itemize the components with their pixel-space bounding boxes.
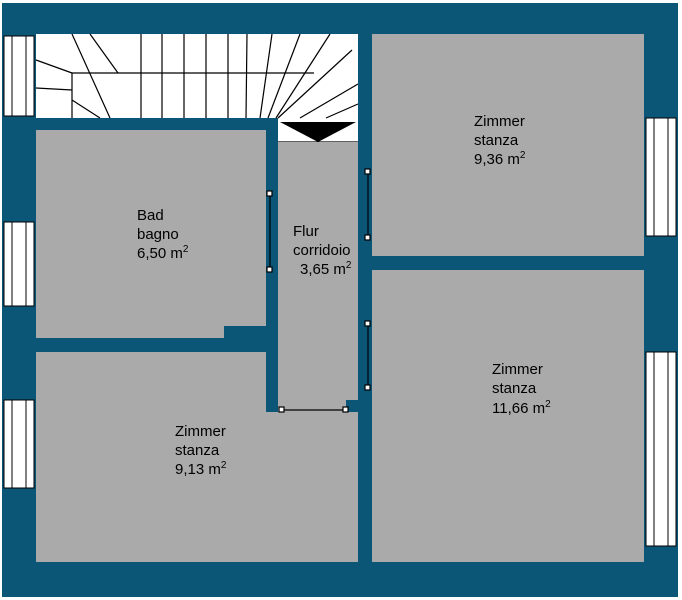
room-area: 9,36 m	[474, 151, 520, 168]
room-area: 3,65 m	[300, 261, 346, 278]
room-zimmer-top-right	[372, 34, 644, 256]
svg-text:9,13 m2: 9,13 m2	[175, 460, 227, 478]
svg-text:stanza: stanza	[474, 132, 519, 149]
svg-text:corridoio: corridoio	[293, 242, 351, 259]
area-unit-superscript: 2	[221, 460, 227, 471]
svg-text:3,65 m2: 3,65 m2	[300, 260, 352, 278]
wall-corridor-left-mid	[266, 270, 278, 412]
wall-corridor-right-top	[358, 34, 372, 172]
area-unit-superscript: 2	[545, 399, 551, 410]
svg-text:stanza: stanza	[175, 442, 220, 459]
room-area: 6,50 m	[137, 245, 183, 262]
room-name-de: Flur	[293, 223, 319, 240]
area-unit-superscript: 2	[346, 260, 352, 271]
svg-text:11,66 m2: 11,66 m2	[492, 399, 551, 417]
label-zimmer-bottom-left: Zimmer stanza 9,13 m2	[175, 423, 227, 478]
svg-text:Zimmer: Zimmer	[474, 113, 525, 130]
svg-text:bagno: bagno	[137, 226, 179, 243]
svg-text:stanza: stanza	[492, 380, 537, 397]
corridor-notch	[278, 400, 346, 412]
svg-text:Flur: Flur	[293, 223, 319, 240]
area-unit-superscript: 2	[520, 150, 526, 161]
wall-corridor-bottom	[346, 400, 372, 412]
svg-text:6,50 m2: 6,50 m2	[137, 244, 189, 262]
room-area: 11,66 m	[492, 400, 545, 417]
window-right-top	[645, 117, 677, 237]
window-left-top	[3, 35, 35, 117]
room-name-it: stanza	[492, 380, 537, 397]
svg-text:Zimmer: Zimmer	[492, 361, 543, 378]
room-zimmer-bottom-left	[36, 352, 358, 562]
room-name-it: corridoio	[293, 242, 351, 259]
door-frames	[266, 168, 371, 413]
room-bad	[36, 130, 266, 338]
room-area: 9,13 m	[175, 461, 221, 478]
room-name-it: stanza	[474, 132, 519, 149]
label-zimmer-bottom-right: Zimmer stanza 11,66 m2	[492, 361, 551, 417]
wall-bad-notch	[224, 326, 266, 352]
svg-text:Zimmer: Zimmer	[175, 423, 226, 440]
room-zimmer-bottom-right	[372, 270, 644, 562]
room-name-it: stanza	[175, 442, 220, 459]
wall-corridor-left-top	[266, 120, 278, 194]
label-zimmer-top-right: Zimmer stanza 9,36 m2	[474, 113, 526, 168]
wall-corridor-right-mid	[358, 238, 372, 324]
svg-text:9,36 m2: 9,36 m2	[474, 150, 526, 168]
room-name-de: Zimmer	[492, 361, 543, 378]
room-name-de: Bad	[137, 207, 164, 224]
area-unit-superscript: 2	[183, 244, 189, 255]
window-right-bottom	[645, 351, 677, 547]
room-name-it: bagno	[137, 226, 179, 243]
label-bad: Bad bagno 6,50 m2	[137, 207, 189, 262]
label-flur: Flur corridoio 3,65 m2	[293, 223, 352, 278]
svg-text:Bad: Bad	[137, 207, 164, 224]
room-name-de: Zimmer	[474, 113, 525, 130]
wall-corridor-right-bot	[358, 388, 372, 566]
down-arrow-icon	[280, 122, 356, 142]
window-left-bottom	[3, 399, 35, 489]
room-name-de: Zimmer	[175, 423, 226, 440]
stair-area	[36, 34, 358, 118]
window-left-mid	[3, 221, 35, 307]
